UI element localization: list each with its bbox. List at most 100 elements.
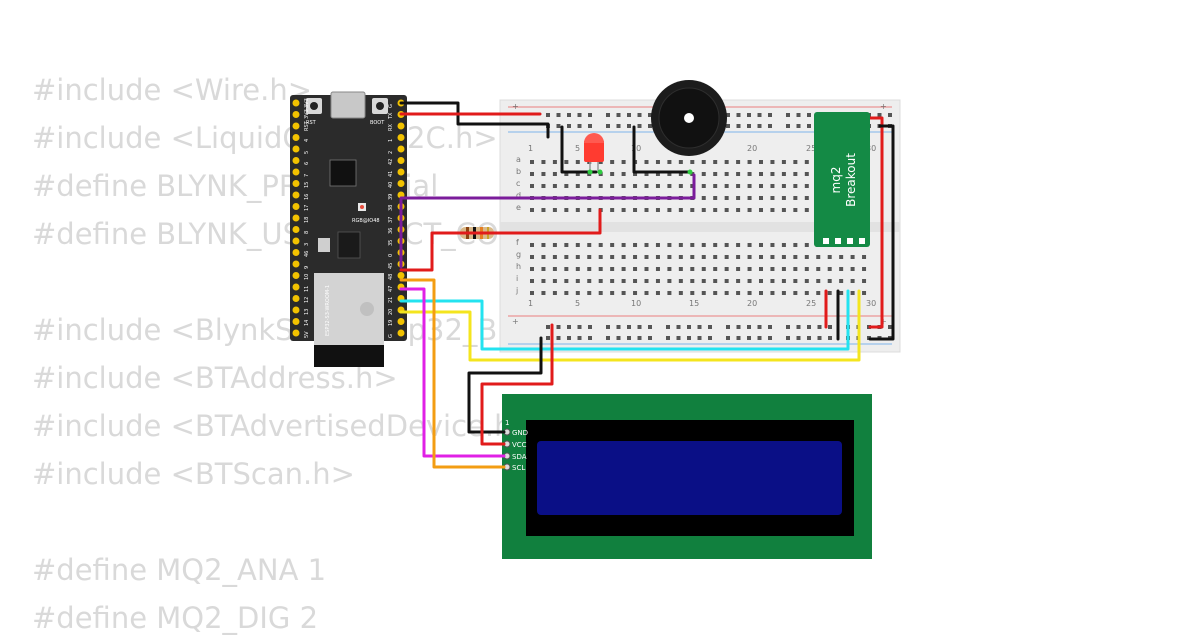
breadboard-hole[interactable] <box>701 279 706 283</box>
breadboard-hole[interactable] <box>530 291 534 295</box>
breadboard-hole[interactable] <box>530 172 534 176</box>
breadboard-hole[interactable] <box>637 325 642 329</box>
breadboard-hole[interactable] <box>793 172 798 176</box>
breadboard-hole[interactable] <box>556 325 561 329</box>
breadboard-hole[interactable] <box>676 336 681 340</box>
breadboard-hole[interactable] <box>807 113 811 117</box>
breadboard-hole[interactable] <box>793 243 798 247</box>
esp32-pin[interactable] <box>292 272 300 279</box>
breadboard-hole[interactable] <box>678 208 683 212</box>
breadboard-hole[interactable] <box>747 243 752 247</box>
breadboard-hole[interactable] <box>644 208 649 212</box>
breadboard-hole[interactable] <box>724 243 729 247</box>
breadboard-hole[interactable] <box>690 279 695 283</box>
esp32-pin[interactable] <box>292 318 300 325</box>
breadboard-hole[interactable] <box>655 267 660 271</box>
breadboard-hole[interactable] <box>644 184 649 188</box>
esp32-pin[interactable] <box>292 226 300 233</box>
breadboard-hole[interactable] <box>621 255 626 259</box>
breadboard-hole[interactable] <box>666 336 670 340</box>
breadboard-hole[interactable] <box>610 160 615 164</box>
breadboard-hole[interactable] <box>564 208 569 212</box>
breadboard-hole[interactable] <box>804 208 809 212</box>
breadboard-hole[interactable] <box>736 113 741 117</box>
breadboard-hole[interactable] <box>588 336 592 340</box>
breadboard-hole[interactable] <box>587 279 592 283</box>
breadboard-hole[interactable] <box>726 325 730 329</box>
breadboard-hole[interactable] <box>713 243 718 247</box>
breadboard-hole[interactable] <box>552 172 557 176</box>
breadboard-hole[interactable] <box>724 172 729 176</box>
mq2-gas-sensor[interactable]: mq2 Breakout <box>814 112 870 247</box>
breadboard-hole[interactable] <box>587 267 592 271</box>
breadboard-hole[interactable] <box>546 336 550 340</box>
breadboard-hole[interactable] <box>666 325 670 329</box>
breadboard-hole[interactable] <box>736 124 741 128</box>
breadboard-hole[interactable] <box>633 243 638 247</box>
breadboard-hole[interactable] <box>687 325 691 329</box>
esp32-pin-header-left[interactable] <box>292 99 300 337</box>
breadboard-hole[interactable] <box>598 267 603 271</box>
breadboard-hole[interactable] <box>827 291 832 295</box>
breadboard-hole[interactable] <box>781 172 786 176</box>
esp32-pin[interactable] <box>397 318 405 325</box>
esp32-s3-devkit[interactable]: RST BOOT RGB@IO48 ESP32-S3-WROOM-1 3V3 3… <box>290 91 407 367</box>
breadboard-hole[interactable] <box>724 291 729 295</box>
breadboard-hole[interactable] <box>770 196 775 200</box>
wire-red[interactable] <box>399 208 602 272</box>
breadboard-hole[interactable] <box>701 160 706 164</box>
breadboard-hole[interactable] <box>575 291 580 295</box>
wire-black[interactable] <box>868 124 895 341</box>
breadboard-hole[interactable] <box>556 124 561 128</box>
breadboard-hole[interactable] <box>817 325 822 329</box>
breadboard-hole[interactable] <box>610 279 615 283</box>
breadboard-hole[interactable] <box>577 113 582 117</box>
esp32-pin[interactable] <box>292 134 300 141</box>
breadboard-hole[interactable] <box>541 172 546 176</box>
breadboard-hole[interactable] <box>747 279 752 283</box>
breadboard-hole[interactable] <box>541 267 546 271</box>
esp32-pin[interactable] <box>292 111 300 118</box>
breadboard-hole[interactable] <box>759 267 763 271</box>
breadboard-hole[interactable] <box>724 208 729 212</box>
breadboard-hole[interactable] <box>757 325 762 329</box>
breadboard-hole[interactable] <box>793 279 798 283</box>
esp32-pin[interactable] <box>397 122 405 130</box>
lcd-pin-sda[interactable]: SDA <box>503 452 527 461</box>
breadboard-hole[interactable] <box>736 325 741 329</box>
breadboard-hole[interactable] <box>633 267 638 271</box>
breadboard-hole[interactable] <box>781 279 786 283</box>
breadboard-hole[interactable] <box>655 172 660 176</box>
esp32-pin[interactable] <box>397 134 405 141</box>
breadboard-hole[interactable] <box>644 267 649 271</box>
breadboard-hole[interactable] <box>807 325 811 329</box>
breadboard-hole[interactable] <box>541 184 546 188</box>
breadboard-hole[interactable] <box>747 113 751 117</box>
breadboard-hole[interactable] <box>793 184 798 188</box>
breadboard-hole[interactable] <box>804 172 809 176</box>
breadboard-hole[interactable] <box>678 255 683 259</box>
breadboard-hole[interactable] <box>678 279 683 283</box>
breadboard-hole[interactable] <box>786 325 790 329</box>
breadboard-hole[interactable] <box>786 124 790 128</box>
breadboard-hole[interactable] <box>724 279 729 283</box>
breadboard-hole[interactable] <box>781 255 786 259</box>
wire-cyan[interactable] <box>399 289 850 351</box>
breadboard-hole[interactable] <box>690 267 695 271</box>
breadboard-hole[interactable] <box>796 325 801 329</box>
breadboard-hole[interactable] <box>713 196 718 200</box>
breadboard-hole[interactable] <box>606 124 610 128</box>
breadboard-hole[interactable] <box>610 255 615 259</box>
breadboard-hole[interactable] <box>807 336 811 340</box>
breadboard-hole[interactable] <box>770 208 775 212</box>
breadboard-hole[interactable] <box>564 291 569 295</box>
breadboard-hole[interactable] <box>637 113 642 117</box>
breadboard-hole[interactable] <box>587 255 592 259</box>
breadboard-hole[interactable] <box>747 208 752 212</box>
breadboard-hole[interactable] <box>588 113 592 117</box>
esp32-pin[interactable] <box>292 168 300 176</box>
led-red[interactable] <box>584 133 604 175</box>
breadboard-hole[interactable] <box>598 255 603 259</box>
breadboard-hole[interactable] <box>588 124 592 128</box>
breadboard-hole[interactable] <box>655 291 660 295</box>
